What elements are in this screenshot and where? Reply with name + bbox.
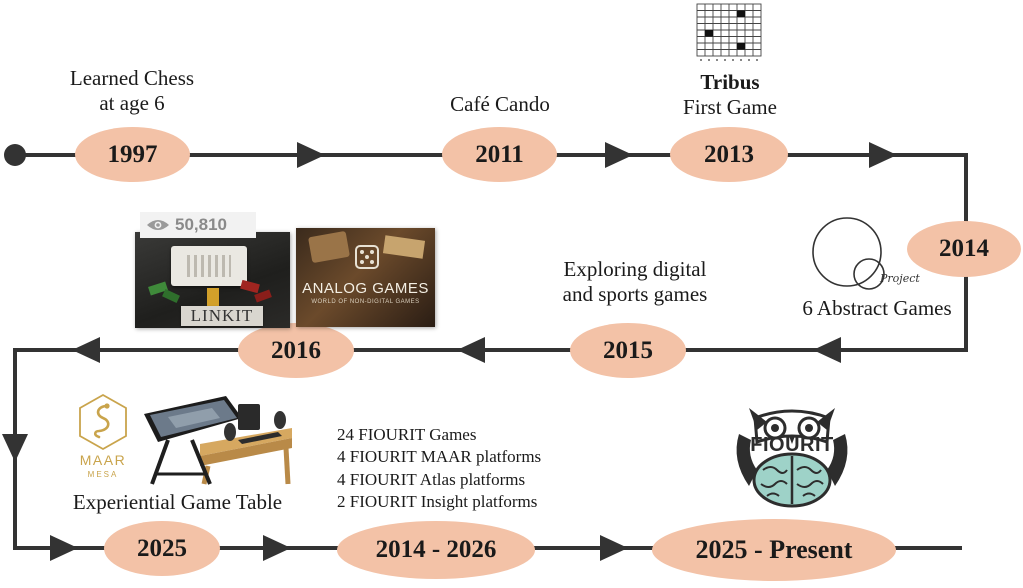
stats-item: 4 FIOURIT MAAR platforms: [337, 447, 542, 467]
game-table-illustration: [144, 396, 292, 485]
arrow-right-icon: [600, 535, 628, 561]
node-2015: 2015: [570, 323, 686, 378]
caption-2015-line2: and sports games: [562, 282, 708, 307]
arrow-right-icon: [50, 535, 78, 561]
node-2013: 2013: [670, 127, 788, 182]
maar-logo-icon: [79, 393, 127, 451]
linkit-board: [171, 246, 247, 286]
node-2014-2026: 2014 - 2026: [337, 521, 535, 579]
analog-games-photo: ANALOG GAMES WORLD OF NON-DIGITAL GAMES: [296, 228, 435, 327]
node-2014: 2014: [907, 221, 1021, 277]
arrow-left-icon: [72, 337, 100, 363]
stats-item: 24 FIOURIT Games: [337, 425, 477, 444]
node-2025: 2025: [104, 521, 220, 576]
node-2025-present: 2025 - Present: [652, 519, 896, 581]
linkit-label: LINKIT: [181, 306, 263, 326]
stats-item: 2 FIOURIT Insight platforms: [337, 492, 538, 512]
analog-games-subtitle: WORLD OF NON-DIGITAL GAMES: [311, 299, 420, 305]
caption-2014: 6 Abstract Games: [802, 296, 952, 320]
q-project-label: Project: [880, 272, 920, 285]
tribus-board-icon: [696, 3, 762, 61]
caption-2013: Tribus First Game: [650, 70, 810, 120]
arrow-right-icon: [263, 535, 291, 561]
caption-2011: Café Cando: [450, 92, 550, 116]
node-1997: 1997: [75, 127, 190, 182]
arrow-right-icon: [869, 142, 897, 168]
view-count: 50,810: [175, 215, 227, 234]
caption-1997-line2: at age 6: [99, 91, 165, 116]
caption-1997: Learned Chess at age 6: [52, 66, 212, 116]
fiourit-owl-logo-icon: [736, 408, 848, 508]
caption-2013-title: Tribus: [700, 70, 760, 94]
arrow-down-icon: [2, 434, 28, 462]
caption-2015: Exploring digital and sports games: [540, 257, 730, 307]
caption-2013-line: First Game: [683, 95, 777, 120]
eye-icon: [147, 220, 169, 230]
arrow-left-icon: [813, 337, 841, 363]
q-project-logo-icon: [812, 217, 885, 290]
arrow-left-icon: [457, 337, 485, 363]
arrow-right-icon: [605, 142, 633, 168]
caption-1997-line1: Learned Chess: [69, 66, 195, 90]
node-2011: 2011: [442, 127, 557, 182]
analog-games-title: ANALOG GAMES: [302, 280, 429, 297]
arrow-right-icon: [297, 142, 325, 168]
view-counter: 50,810: [140, 212, 256, 238]
linkit-photo: LINKIT: [135, 232, 290, 328]
node-2016: 2016: [238, 323, 354, 378]
stats-list: 24 FIOURIT Games 4 FIOURIT MAAR platform…: [337, 424, 607, 514]
maar-name: MAAR: [79, 452, 127, 468]
dice-icon: [355, 245, 379, 269]
caption-2015-line1: Exploring digital: [563, 257, 707, 281]
caption-2025: Experiential Game Table: [72, 490, 283, 514]
maar-sub: MESA: [87, 470, 119, 479]
fiourit-logo-text: FIOURIT: [750, 434, 834, 456]
stats-item: 4 FIOURIT Atlas platforms: [337, 469, 526, 489]
